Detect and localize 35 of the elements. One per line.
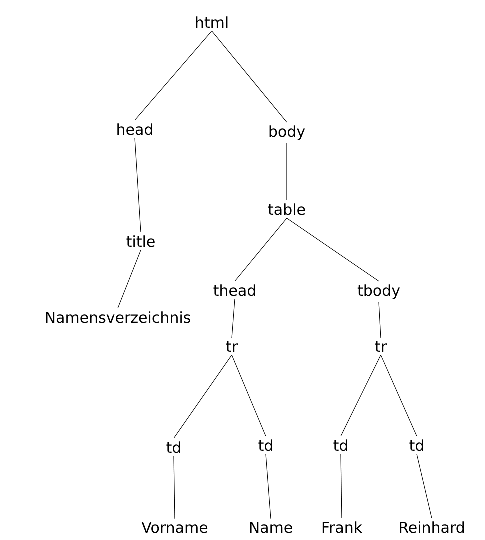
- tag-label: table: [268, 204, 306, 216]
- tag-label: td: [410, 440, 424, 452]
- tag-label: td: [334, 440, 348, 452]
- tree-line: [174, 354, 232, 439]
- tag-label: head: [118, 124, 152, 136]
- tree-line: [234, 218, 288, 282]
- tag-label: tr: [226, 341, 238, 352]
- tree-line: [378, 302, 382, 339]
- tree-line: [232, 299, 236, 339]
- tree-line: [174, 456, 176, 520]
- tag-label: td: [166, 442, 180, 454]
- tag-label: Reinhard: [400, 522, 464, 534]
- tree-line: [134, 138, 142, 233]
- tree-line: [266, 454, 272, 520]
- tree-line: [134, 30, 212, 121]
- tree-line: [232, 354, 266, 437]
- tag-label: Name: [250, 522, 292, 534]
- tree-line: [340, 354, 382, 437]
- tag-label: title: [126, 236, 155, 248]
- tag-label: body: [270, 126, 306, 140]
- tree-line: [340, 454, 342, 519]
- tag-label: html: [196, 16, 228, 28]
- tag-label: td: [258, 440, 272, 452]
- tag-label: tbody: [358, 284, 400, 300]
- tag-label: Frank: [322, 522, 363, 534]
- tree-line: [286, 143, 288, 201]
- tree-line: [286, 218, 380, 282]
- tag-label: Namensverzeichnis: [46, 312, 190, 324]
- tree-line: [416, 454, 432, 519]
- tree-line: [118, 250, 142, 309]
- tag-label: thead: [214, 284, 256, 296]
- tree-line: [380, 354, 418, 437]
- tag-label: Vorname: [142, 522, 208, 534]
- tag-label: tr: [375, 341, 388, 352]
- tree-line: [212, 30, 288, 123]
